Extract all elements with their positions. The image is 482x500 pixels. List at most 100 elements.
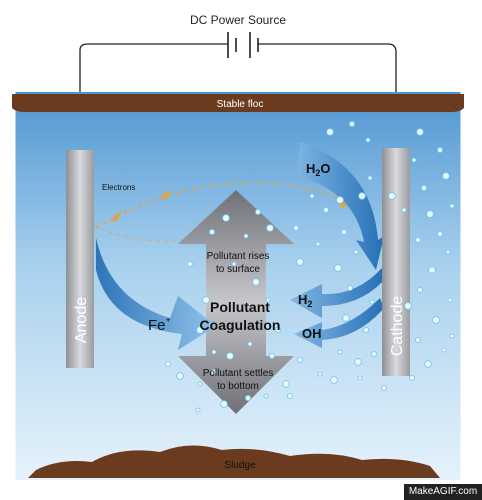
bubble xyxy=(176,372,184,380)
bubble xyxy=(266,224,274,232)
bubble xyxy=(222,214,230,222)
bubble xyxy=(424,360,432,368)
hydrogen-arrow xyxy=(290,268,384,318)
bubble xyxy=(340,228,347,235)
bubble xyxy=(254,208,261,215)
cathode-electrode: Cathode xyxy=(382,148,410,376)
bubble xyxy=(197,381,203,387)
bubble xyxy=(442,172,450,180)
bubble xyxy=(322,206,329,213)
bubble xyxy=(380,384,387,391)
cathode-label: Cathode xyxy=(389,296,406,357)
sludge-layer xyxy=(28,445,440,478)
bubble xyxy=(354,358,362,366)
bubble xyxy=(416,128,424,136)
bubble xyxy=(286,392,293,399)
hydroxide-label: OH xyxy=(302,326,322,341)
bubble xyxy=(370,350,377,357)
power-source-label: DC Power Source xyxy=(190,13,286,27)
bubble xyxy=(447,297,453,303)
anode-label: Anode xyxy=(73,297,90,343)
bubble xyxy=(369,299,375,305)
bubble xyxy=(296,356,303,363)
pollutant-rises-line1: Pollutant rises xyxy=(207,251,270,262)
hydrogen-label: H2 xyxy=(298,292,312,309)
bubble xyxy=(436,146,443,153)
bubble xyxy=(296,258,304,266)
coagulation-line2: Coagulation xyxy=(200,317,281,333)
bubble xyxy=(226,352,234,360)
bubble xyxy=(164,360,171,367)
bubble xyxy=(432,316,440,324)
bubble xyxy=(441,347,447,353)
bubble xyxy=(411,157,417,163)
bubble xyxy=(449,333,455,339)
bubble xyxy=(231,261,237,267)
bubble xyxy=(265,297,271,303)
bubble xyxy=(362,326,369,333)
bubble xyxy=(414,236,421,243)
water-arrow xyxy=(296,142,384,270)
iron-ion-label: Fe+ xyxy=(148,315,171,334)
bubble xyxy=(388,192,396,200)
bubble xyxy=(196,326,204,334)
fe-ion-arrow xyxy=(96,238,216,350)
bubble xyxy=(365,137,371,143)
bubble xyxy=(449,203,455,209)
bubble xyxy=(330,376,338,384)
bubble xyxy=(315,241,321,247)
bubble xyxy=(220,400,228,408)
bubble xyxy=(445,249,451,255)
water-label: H2O xyxy=(306,161,331,178)
bubble xyxy=(367,175,373,181)
bubble xyxy=(292,224,299,231)
coagulation-line1: Pollutant xyxy=(210,299,270,315)
bubble xyxy=(309,193,315,199)
bubble xyxy=(195,407,201,413)
gas-bubbles xyxy=(164,121,455,413)
watermark: MakeAGIF.com xyxy=(404,484,482,500)
vertical-movement-arrow xyxy=(178,190,294,414)
bubble xyxy=(404,302,412,310)
pollutant-settles-line2: to bottom xyxy=(217,381,259,392)
sludge-label: Sludge xyxy=(224,460,256,471)
bubble xyxy=(414,336,421,343)
bubble xyxy=(268,352,275,359)
bubble xyxy=(252,278,260,286)
bubble xyxy=(416,286,423,293)
bubble xyxy=(342,314,350,322)
bubble xyxy=(337,349,343,355)
hydroxide-arrow xyxy=(294,298,384,348)
bubble xyxy=(243,233,249,239)
bubble xyxy=(426,210,434,218)
bubble xyxy=(436,230,443,237)
bubble xyxy=(210,368,217,375)
bubble xyxy=(317,371,323,377)
bubble xyxy=(401,207,407,213)
pollutant-rises-line2: to surface xyxy=(216,264,260,275)
bubble xyxy=(428,266,436,274)
stable-floc-label: Stable floc xyxy=(217,99,264,110)
anode-electrode: Anode xyxy=(66,150,94,368)
bubble xyxy=(274,326,281,333)
bubble xyxy=(263,393,269,399)
bubble xyxy=(202,296,210,304)
bubble xyxy=(358,192,366,200)
bubble xyxy=(211,349,217,355)
electrons-label: Electrons xyxy=(102,183,135,192)
bubble xyxy=(357,375,363,381)
bubble xyxy=(346,284,353,291)
bubble xyxy=(336,196,344,204)
bubble xyxy=(348,121,355,128)
bubble xyxy=(420,184,427,191)
bubble xyxy=(326,128,334,136)
pollutant-settles-line1: Pollutant settles xyxy=(203,368,274,379)
bubble xyxy=(244,394,251,401)
power-circuit: DC Power Source xyxy=(79,13,397,150)
bubble xyxy=(208,228,215,235)
bubble xyxy=(282,380,290,388)
stable-floc-layer xyxy=(12,94,464,112)
bubble xyxy=(247,341,253,347)
bubble xyxy=(353,249,359,255)
